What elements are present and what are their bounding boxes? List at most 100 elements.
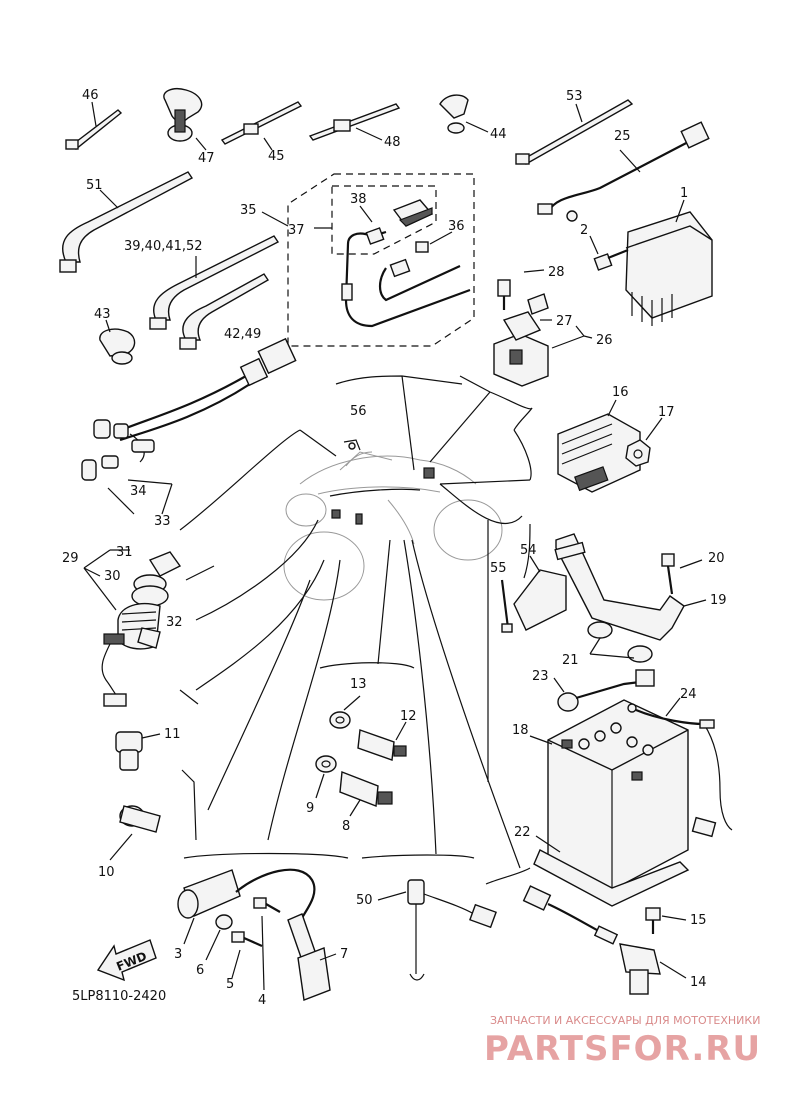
main-switch-29: [83, 549, 182, 707]
sensor-10: [109, 805, 161, 861]
label-55: 55: [490, 561, 507, 576]
label-53: 53: [566, 89, 583, 104]
label-29: 29: [62, 551, 79, 566]
bolt-15: [645, 907, 687, 934]
label-14: 14: [690, 975, 707, 990]
label-15: 15: [690, 913, 707, 928]
bolt-5: [231, 931, 263, 979]
leader-lines: [179, 375, 533, 885]
part-number-labels: 46 47 45 48 44 53 25 1 2 51 35 37 38 36 …: [62, 88, 727, 1008]
lead-wire-25: [537, 121, 710, 222]
label-17: 17: [658, 405, 675, 420]
harness-box-35: [261, 173, 475, 347]
label-51: 51: [86, 178, 103, 193]
label-43: 43: [94, 307, 111, 322]
label-36: 36: [448, 219, 465, 234]
screw-55: [500, 579, 513, 633]
switch-12: [357, 721, 407, 761]
label-13: 13: [350, 677, 367, 692]
cdi-unit-1: [625, 199, 713, 326]
damper-21: [587, 621, 653, 663]
switch-11: [115, 731, 161, 771]
label-30: 30: [104, 569, 121, 584]
label-31: 31: [116, 545, 133, 560]
cable-tie-48: [308, 103, 401, 141]
sensor-8: [339, 771, 393, 817]
label-6: 6: [196, 963, 204, 978]
diagram-code: 5LP8110-2420: [72, 989, 166, 1004]
label-2: 2: [580, 223, 588, 238]
label-16: 16: [612, 385, 629, 400]
label-23: 23: [532, 669, 549, 684]
label-56: 56: [350, 404, 367, 419]
fwd-arrow: [96, 939, 157, 982]
label-4: 4: [258, 993, 266, 1008]
label-35: 35: [240, 203, 257, 218]
washer-13: [329, 695, 361, 729]
cover-54: [513, 555, 567, 631]
label-18: 18: [512, 723, 529, 738]
label-5: 5: [226, 977, 234, 992]
label-22: 22: [514, 825, 531, 840]
cable-tie-53: [515, 99, 634, 165]
label-24: 24: [680, 687, 697, 702]
starter-relay-26: [493, 269, 593, 387]
washer-9: [315, 755, 337, 799]
label-25: 25: [614, 129, 631, 144]
label-48: 48: [384, 135, 401, 150]
cable-tie-46: [65, 101, 123, 150]
plug-cap-7: [235, 868, 337, 1001]
battery-cable-24: [627, 697, 733, 838]
battery-18: [529, 699, 689, 891]
label-34: 34: [130, 484, 147, 499]
label-8: 8: [342, 819, 350, 834]
bracket-19: [554, 533, 707, 641]
part-56: [343, 439, 361, 451]
watermark-brand: PARTSFOR.RU: [484, 1029, 761, 1069]
label-37: 37: [288, 223, 305, 238]
label-32: 32: [166, 615, 183, 630]
wire-harness-33: [81, 337, 297, 515]
speed-sensor-14: [522, 885, 687, 995]
label-47: 47: [198, 151, 215, 166]
clamp-44: [439, 94, 489, 134]
label-39-52: 39,40,41,52: [124, 239, 203, 254]
washer-6: [205, 914, 233, 961]
label-21: 21: [562, 653, 579, 668]
label-46: 46: [82, 88, 99, 103]
label-28: 28: [548, 265, 565, 280]
clamp-43: [99, 319, 136, 365]
cable-tie-51: [59, 171, 194, 273]
label-50: 50: [356, 893, 373, 908]
label-7: 7: [340, 947, 348, 962]
clamp-47: [163, 88, 207, 151]
label-10: 10: [98, 865, 115, 880]
watermark-top-text: ЗАПЧАСТИ И АКСЕССУАРЫ ДЛЯ МОТОТЕХНИКИ: [490, 1014, 760, 1027]
cable-tie-39-40-41-52: [149, 235, 280, 330]
battery-tray-22: [533, 835, 690, 907]
ignition-coil-3: [177, 869, 241, 945]
rectifier-regulator-16: [557, 399, 641, 493]
label-3: 3: [174, 947, 182, 962]
label-44: 44: [490, 127, 507, 142]
label-20: 20: [708, 551, 725, 566]
label-12: 12: [400, 709, 417, 724]
bolt-4: [253, 897, 281, 991]
label-1: 1: [680, 186, 688, 201]
bolt-2: [589, 235, 629, 271]
label-42-49: 42,49: [224, 327, 261, 342]
label-54: 54: [520, 543, 537, 558]
cable-tie-45: [220, 101, 303, 151]
nut-17: [625, 417, 663, 467]
cable-tie-42-49: [179, 273, 269, 350]
battery-cable-23: [553, 669, 655, 712]
label-33: 33: [154, 514, 171, 529]
label-19: 19: [710, 593, 727, 608]
label-9: 9: [306, 801, 314, 816]
sensor-50: [377, 879, 497, 981]
label-38: 38: [350, 192, 367, 207]
bolt-20: [661, 553, 703, 595]
label-26: 26: [596, 333, 613, 348]
label-11: 11: [164, 727, 181, 742]
